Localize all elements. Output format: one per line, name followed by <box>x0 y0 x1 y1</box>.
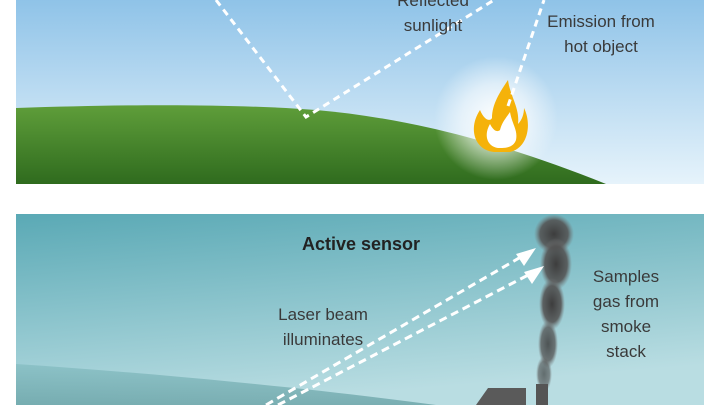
ground-field <box>16 364 436 405</box>
emission-label: Emission from hot object <box>547 12 655 56</box>
passive-sensor-illustration <box>16 0 704 184</box>
samples-gas-label: Samples gas from smoke stack <box>592 267 660 361</box>
smoke-stack <box>536 384 548 405</box>
laser-beam-upper <box>265 252 527 405</box>
laser-beam-lower <box>277 270 535 405</box>
passive-sensor-panel: Reflected sunlight Emission from hot obj… <box>16 0 704 184</box>
factory-building <box>476 388 526 405</box>
reflected-sunlight-label: Reflected sunlight <box>397 0 469 35</box>
smoke-plume <box>534 214 574 392</box>
laser-beam-label: Laser beam illuminates <box>278 305 368 349</box>
laser-beam-lower-arrowhead <box>524 266 544 284</box>
flame-icon <box>473 80 528 152</box>
reflected-sunlight-beam <box>214 0 495 119</box>
active-sensor-title: Active sensor <box>301 234 421 254</box>
active-sensor-illustration <box>16 214 704 405</box>
laser-beam-upper-arrowhead <box>516 248 536 266</box>
emission-beam <box>506 0 546 107</box>
active-sensor-panel: Active sensor Laser beam illuminates Sam… <box>16 214 704 405</box>
